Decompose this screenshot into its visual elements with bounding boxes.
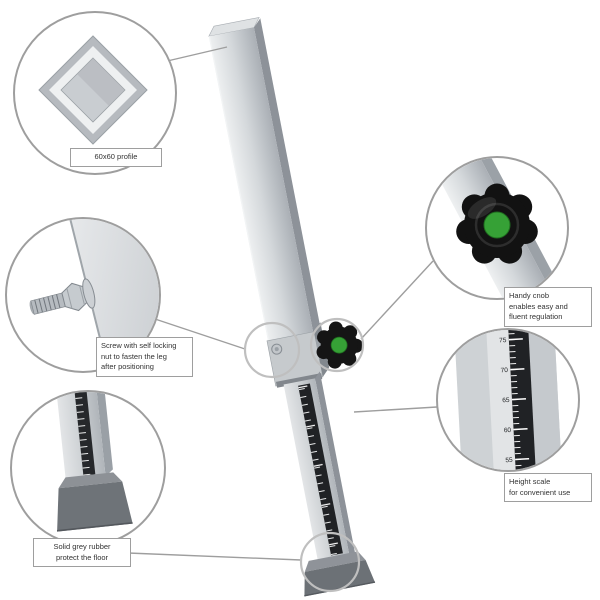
marker-circle-knob — [309, 317, 365, 373]
telescopic-leg — [208, 16, 376, 597]
marker-circle-screw — [243, 321, 301, 379]
label-knob-line3: fluent regulation — [509, 312, 563, 321]
rubber-bottom-edge — [56, 522, 133, 532]
profile-inner-shadow — [77, 58, 125, 106]
label-scale-line2: for convenient use — [509, 487, 571, 497]
leg-outer-tube — [208, 27, 322, 386]
nut-facet-2 — [79, 284, 86, 306]
scale-tick-labels: 75 70 65 60 55 — [499, 337, 513, 464]
label-rubber: Solid grey rubber protect the floor — [33, 538, 131, 567]
scale-tick-label: 55 — [505, 457, 513, 464]
foot-tube-ticks — [74, 392, 96, 476]
scale-long-ticks — [508, 330, 536, 470]
label-profile-text: 60x60 profile — [94, 152, 138, 161]
label-scale: Height scale for convenient use — [504, 473, 592, 502]
profile-detail — [38, 35, 148, 145]
knob-large-green-center — [483, 211, 511, 239]
label-rubber-line2: protect the floor — [55, 552, 109, 562]
label-knob-line1: Handy cnob — [509, 291, 550, 300]
scale-tick-label: 75 — [499, 337, 507, 344]
leg-scale-ticks-long — [298, 383, 343, 556]
scale-detail: 75 70 65 60 55 — [454, 330, 562, 470]
label-knob: Handy cnob enables easy and fluent regul… — [504, 287, 592, 327]
knob-green-center — [330, 336, 348, 354]
leg-edge-highlight — [208, 36, 278, 386]
label-knob-line2: enables easy and — [509, 301, 568, 311]
scale-tick-label: 70 — [501, 367, 509, 374]
knob-detail — [427, 158, 565, 298]
foot-top-face — [304, 551, 366, 572]
label-rubber-line1: Solid grey rubber — [53, 542, 111, 551]
label-scale-line1: Height scale — [509, 477, 551, 486]
label-screw-line3: after positioning — [101, 362, 154, 371]
connector-screw — [151, 317, 246, 350]
nut-facet-1 — [66, 288, 73, 309]
leg-top-cap — [208, 16, 260, 37]
label-screw-line1: Screw with self locking — [101, 341, 177, 350]
scale-tick-label: 60 — [504, 427, 512, 434]
rubber-front-face — [57, 481, 133, 532]
washer — [82, 278, 96, 309]
foot-tube-side — [96, 392, 113, 477]
connector-knob — [360, 260, 434, 340]
screw-threads — [34, 294, 61, 314]
label-profile: 60x60 profile — [70, 148, 162, 167]
label-screw-line2: nut to fasten the leg — [101, 351, 167, 361]
screw-detail — [29, 219, 159, 371]
rubber-top-face — [58, 472, 123, 489]
connector-rubber — [127, 552, 302, 561]
leg-side-face — [253, 18, 328, 374]
rubber-detail — [56, 392, 133, 532]
scale-tick-label: 65 — [502, 397, 510, 404]
marker-circle-foot — [299, 531, 361, 593]
locking-screw-center — [274, 347, 279, 352]
regulation-knob[interactable] — [311, 317, 366, 371]
leg-wall-plate — [65, 219, 159, 371]
knob-large-ring — [474, 202, 520, 248]
scale-tube-shade — [528, 330, 562, 470]
label-screw: Screw with self locking nut to fasten th… — [96, 337, 193, 377]
connector-scale — [353, 406, 438, 413]
scale-number-band — [486, 330, 516, 470]
connector-lines — [127, 46, 438, 561]
connector-profile — [162, 46, 228, 63]
knob-highlight — [467, 197, 497, 219]
inner-tube-side — [315, 371, 356, 563]
